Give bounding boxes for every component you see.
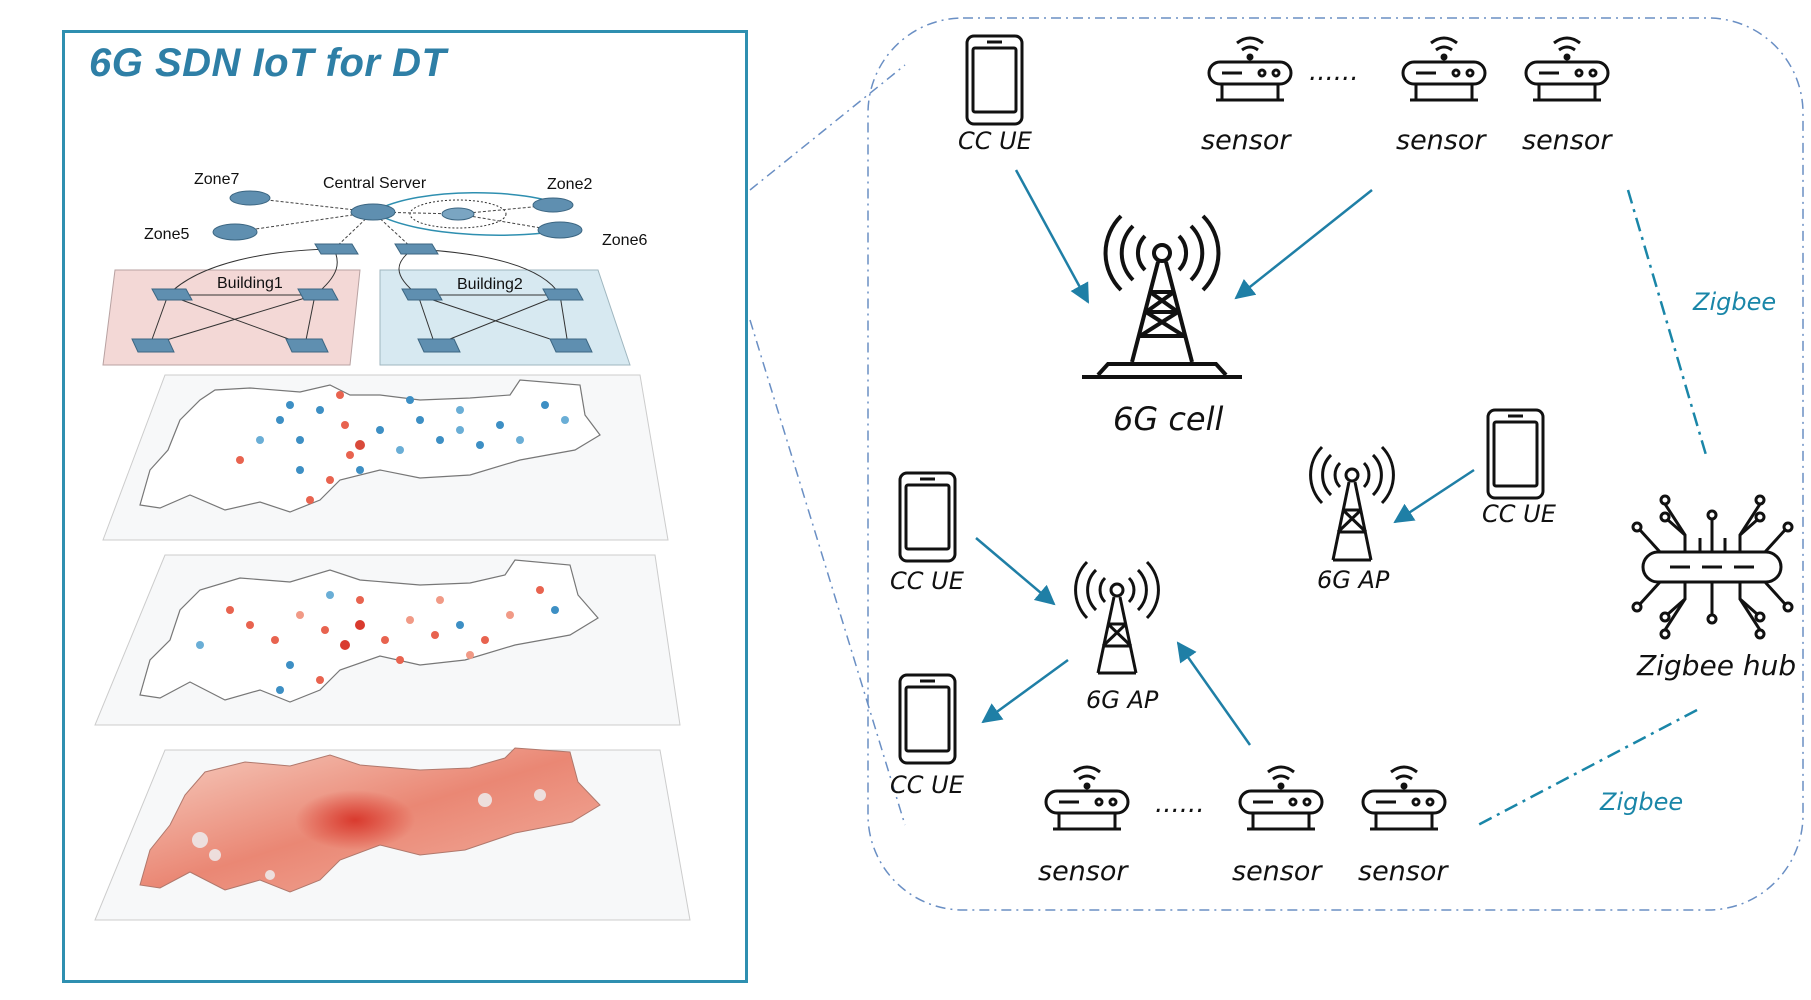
switch-2 <box>394 243 439 255</box>
dots-top: ...... <box>1309 57 1359 87</box>
heatmap-layers <box>94 374 691 921</box>
zone6-label: Zone6 <box>602 232 647 249</box>
sensor-icon-top-2 <box>1401 36 1487 102</box>
cc-ue-label-bottom-left: CC UE <box>890 771 965 799</box>
map-layer-1-dots <box>236 391 569 504</box>
cc-ue-label-top: CC UE <box>958 127 1033 155</box>
cc-ue-label-mid-left: CC UE <box>890 567 965 595</box>
router-icons <box>131 190 593 353</box>
ap-icon-center <box>1074 560 1160 675</box>
switch-b1-d1 <box>151 288 193 301</box>
sensor-label-bottom-3: sensor <box>1358 856 1449 887</box>
arrow-ue-to-ap-center <box>975 537 1056 606</box>
switch-b2-d1 <box>401 288 443 301</box>
zone5-label: Zone5 <box>144 226 189 243</box>
network-topology: Zone7 Zone2 Zone5 Zone6 Central Server B… <box>102 171 647 366</box>
device-labels: CC UE sensor sensor sensor ...... 6G cel… <box>890 57 1796 887</box>
zoom-lines <box>749 64 906 826</box>
sensor-icon-bottom-2 <box>1238 765 1324 831</box>
arrow-ue-to-ap-right <box>1393 468 1475 524</box>
cell-tower-icon <box>1082 214 1242 379</box>
switch-b2-a1 <box>417 338 461 353</box>
sensor-icons <box>1044 36 1610 831</box>
map-layer-3-pale-patches <box>192 789 546 880</box>
sensor-icon-bottom-1 <box>1044 765 1130 831</box>
cell-label: 6G cell <box>1113 400 1224 438</box>
arrow-sensor-to-ap <box>1176 641 1252 746</box>
sensor-label-top-2: sensor <box>1396 125 1487 156</box>
cc-ue-label-right: CC UE <box>1482 500 1557 528</box>
sensor-label-top-1: sensor <box>1201 125 1292 156</box>
zigbee-hub-label: Zigbee hub <box>1636 649 1796 682</box>
link-arrows <box>975 169 1475 746</box>
zigbee-label-top: Zigbee <box>1692 288 1776 316</box>
sensor-icon-top-1 <box>1207 36 1293 102</box>
router-zone5 <box>212 223 258 241</box>
switch-b2-a2 <box>549 338 593 353</box>
router-zone6 <box>537 221 583 239</box>
central-server-label: Central Server <box>323 175 427 192</box>
zigbee-label-bottom: Zigbee <box>1599 788 1683 816</box>
phone-icon-top <box>965 34 1024 126</box>
building1-label: Building1 <box>217 275 283 292</box>
zone2-label: Zone2 <box>547 176 592 193</box>
iot-region <box>867 17 1804 911</box>
ap-label-center: 6G AP <box>1086 686 1159 714</box>
phone-icon-right <box>1486 408 1545 500</box>
switch-b1-a2 <box>285 338 329 353</box>
phone-icon-bottom-left <box>898 673 957 765</box>
switch-b2-d2 <box>542 288 584 301</box>
sensor-label-bottom-2: sensor <box>1232 856 1323 887</box>
router-central <box>350 203 396 221</box>
switch-b1-a1 <box>131 338 175 353</box>
building2-label: Building2 <box>457 276 523 293</box>
arrow-ap-to-ue <box>981 658 1069 724</box>
sensor-label-top-3: sensor <box>1522 125 1613 156</box>
router-zone2 <box>532 197 574 213</box>
sensor-icon-bottom-3 <box>1361 765 1447 831</box>
switch-b1-d2 <box>297 288 339 301</box>
router-zone7 <box>229 190 271 206</box>
panel-title: 6G SDN IoT for DT <box>89 41 447 85</box>
map-layer-1-region <box>139 379 601 513</box>
phone-icon-mid-left <box>898 471 957 563</box>
sensor-icon-top-3 <box>1524 36 1610 102</box>
map-layer-2-dots <box>196 586 559 694</box>
arrow-sensors-to-cell <box>1234 189 1373 300</box>
arrow-ue-to-cell <box>1014 169 1090 304</box>
router-x <box>441 207 475 221</box>
map-layer-2-region <box>139 559 599 703</box>
sensor-label-bottom-1: sensor <box>1038 856 1129 887</box>
dots-bottom: ...... <box>1155 789 1205 819</box>
switch-1 <box>314 243 359 255</box>
ap-icon-right <box>1309 445 1395 562</box>
zigbee-links <box>1477 189 1708 827</box>
zigbee-hub-icon <box>1631 494 1794 640</box>
zone7-label: Zone7 <box>194 171 239 188</box>
ap-label-right: 6G AP <box>1317 566 1390 594</box>
